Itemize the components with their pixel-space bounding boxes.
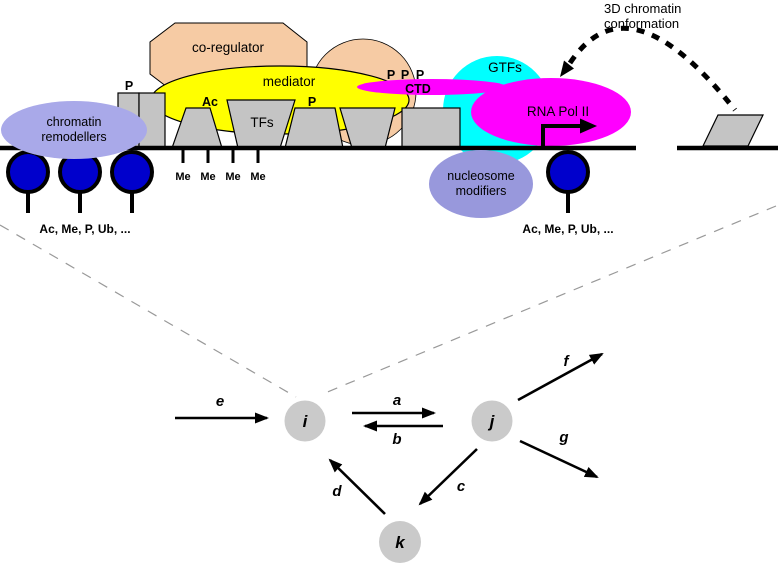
edge-a-label: a: [393, 392, 401, 409]
edge-f-arrow: [517, 352, 604, 402]
mediator-label: mediator: [263, 74, 316, 89]
conformation-label-2: conformation: [604, 16, 679, 31]
me-label: Me: [225, 171, 240, 183]
nucleosome-circle: [546, 150, 590, 194]
edge-g-label: g: [558, 429, 568, 446]
state-node-i: [284, 400, 326, 442]
edge-e-label: e: [216, 393, 224, 410]
me-label: Me: [200, 171, 215, 183]
ctd-label: CTD: [405, 82, 431, 96]
rna-pol-ii-label: RNA Pol II: [527, 104, 589, 119]
nucleosome-circle: [110, 150, 154, 194]
edge-d-arrow: [328, 458, 386, 515]
chromatin-remodellers-shape: [1, 101, 147, 159]
edge-b-label: b: [392, 431, 401, 448]
transcription-start-arrow: [541, 118, 597, 146]
node-k-label: k: [395, 533, 406, 552]
state-node-j: [471, 400, 513, 442]
distal-element-shape: [702, 114, 764, 147]
zoom-cone: [0, 205, 777, 398]
nucleosome-modifiers-label-2: modifiers: [456, 184, 507, 198]
chromatin-loop-arrow: [560, 25, 737, 112]
chromatin-remodellers-label-2: remodellers: [41, 130, 106, 144]
methylation-marks: Me Me Me Me: [175, 150, 266, 183]
tf-trapezoid-3: [284, 107, 344, 149]
chromatin-remodellers-label-1: chromatin: [47, 115, 102, 129]
ctd-p-label: P: [401, 68, 409, 82]
cone-line-left: [0, 224, 297, 398]
edge-d-label: d: [332, 483, 342, 500]
gtfs-label: GTFs: [488, 60, 522, 75]
cone-line-right: [324, 205, 777, 394]
rna-pol-ii-shape: [471, 78, 631, 146]
ctd-p-label: P: [387, 68, 395, 82]
node-j-label: j: [488, 412, 496, 431]
node-i-label: i: [303, 412, 309, 431]
nucleosome-modifiers-label-1: nucleosome: [447, 169, 514, 183]
edge-c-arrow: [418, 448, 478, 506]
tss-arrowhead: [580, 118, 597, 134]
core-promoter-box: [401, 107, 461, 149]
ctd-p-label: P: [416, 68, 424, 82]
ctd-shape: [357, 79, 507, 95]
loop-arrowhead: [560, 60, 574, 77]
ac-mark-label: Ac: [202, 95, 218, 109]
me-label: Me: [175, 171, 190, 183]
nucleosome-modifiers-shape: [429, 150, 533, 218]
state-node-k: [379, 521, 421, 563]
edge-f-label: f: [564, 353, 571, 370]
nucleosome-circle: [6, 150, 50, 194]
co-regulator-label: co-regulator: [192, 40, 265, 55]
histone-tail-mods-left-label: Ac, Me, P, Ub, ...: [39, 222, 130, 236]
p-tf-label: P: [308, 95, 316, 109]
histone-tail-mods-right-label: Ac, Me, P, Ub, ...: [522, 222, 613, 236]
tfs-label: TFs: [250, 115, 273, 130]
state-network-panel: i j k a b c d e f g: [175, 352, 604, 563]
nucleosomes: [6, 150, 590, 213]
edge-c-label: c: [457, 478, 466, 495]
edge-g-arrow: [519, 439, 599, 479]
p-promoter-label: P: [125, 79, 133, 93]
me-label: Me: [250, 171, 265, 183]
conformation-label-1: 3D chromatin: [604, 1, 681, 16]
molecular-machinery-panel: P co-regulator mediator Ac P TFs P P P C…: [0, 1, 778, 236]
